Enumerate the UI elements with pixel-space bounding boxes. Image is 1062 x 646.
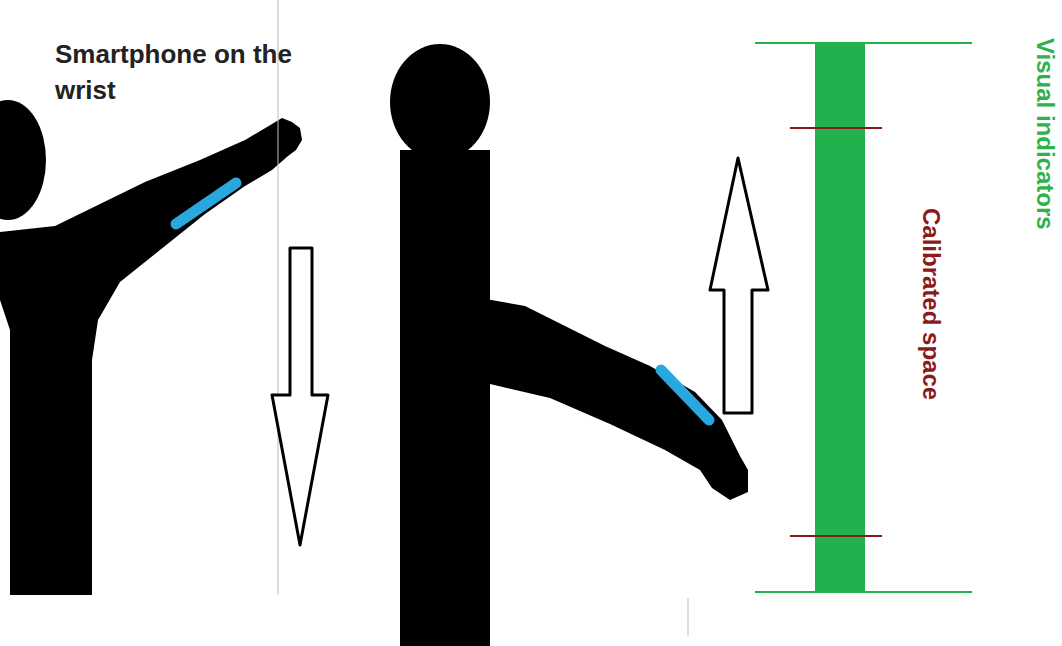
calibration-tick bbox=[790, 535, 882, 537]
person-head bbox=[390, 44, 490, 160]
indicator-bar bbox=[815, 43, 865, 592]
indicator-limit bbox=[755, 42, 972, 44]
down-arrow bbox=[272, 248, 328, 545]
person-head bbox=[0, 100, 46, 220]
person-lowered-arm bbox=[480, 298, 748, 500]
caption-note: Smartphone on the wrist bbox=[55, 36, 355, 108]
calibration-tick bbox=[790, 127, 882, 129]
guide-line bbox=[688, 598, 689, 636]
person-body bbox=[400, 150, 490, 646]
smartphone-band bbox=[661, 370, 709, 420]
scale-label: Visual indicators bbox=[1030, 38, 1060, 230]
up-arrow bbox=[710, 158, 768, 413]
indicator-limit bbox=[755, 591, 972, 593]
person-raised-arm bbox=[0, 118, 302, 595]
guide-line bbox=[278, 0, 279, 595]
range-label: Calibrated space bbox=[916, 208, 946, 400]
smartphone-band bbox=[176, 183, 236, 224]
